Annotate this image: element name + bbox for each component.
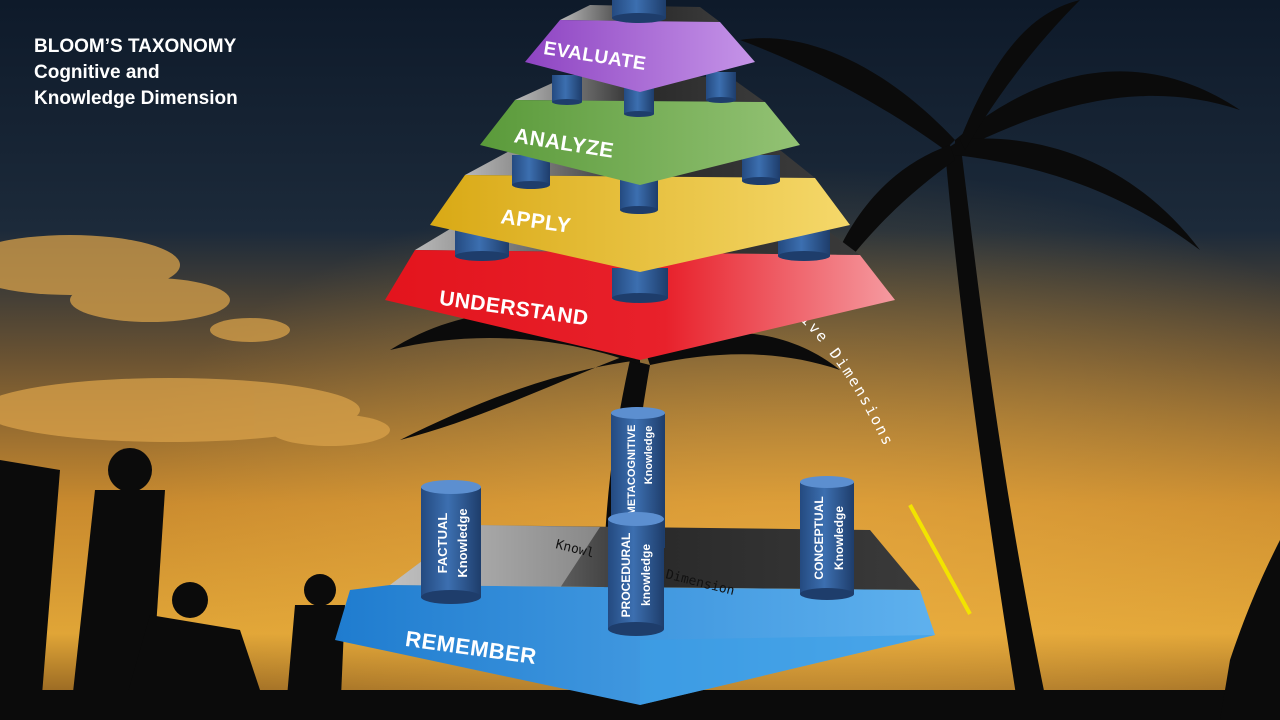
procedural-label: PROCEDURAL <box>619 533 633 618</box>
top-pillar <box>612 0 666 23</box>
title-line-1: BLOOM’S TAXONOMY <box>34 36 237 57</box>
pillar-factual-knowledge: FACTUAL Knowledge <box>421 480 481 604</box>
factual-label: FACTUAL <box>435 513 450 574</box>
accent-line <box>908 504 972 615</box>
conceptual-label: CONCEPTUAL <box>812 496 826 579</box>
factual-knowledge-label: Knowledge <box>455 508 470 577</box>
conceptual-knowledge-label: Knowledge <box>832 506 846 570</box>
metacognitive-label: METACOGNITIVE <box>626 425 638 516</box>
pillars-apply-analyze <box>512 155 780 214</box>
title-line-3: Knowledge Dimension <box>34 88 238 109</box>
pillar-conceptual-knowledge: CONCEPTUAL Knowledge <box>800 476 854 600</box>
pillars-analyze-evaluate <box>552 72 736 117</box>
metacognitive-knowledge-label: Knowledge <box>643 426 655 485</box>
page-title: BLOOM’S TAXONOMY Cognitive and Knowledge… <box>34 34 238 112</box>
people-silhouettes <box>0 448 1280 720</box>
procedural-knowledge-label: knowledge <box>639 544 653 606</box>
pillar-procedural-knowledge: PROCEDURAL knowledge <box>608 512 664 636</box>
title-line-2: Cognitive and <box>34 62 160 83</box>
cloud-shapes <box>0 235 390 446</box>
